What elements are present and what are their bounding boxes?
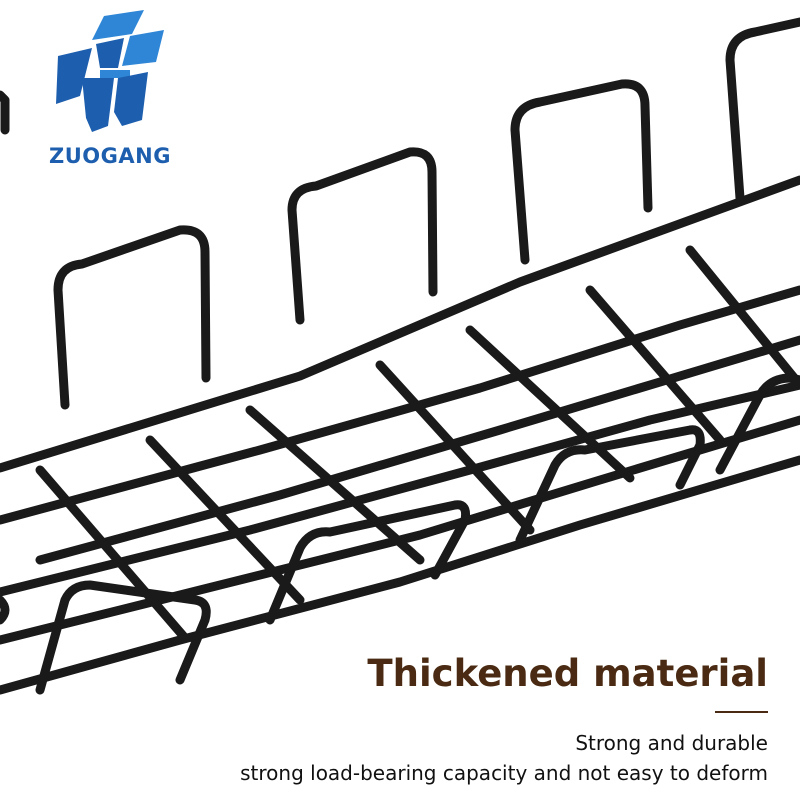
zuogang-logo-icon (56, 10, 164, 132)
feature-line-1: Strong and durable (575, 731, 768, 755)
brand-name: ZUOGANG (49, 144, 171, 168)
brand-logo: ZUOGANG (30, 8, 190, 168)
feature-description: Strong and durable strong load-bearing c… (240, 728, 768, 788)
headline-underline (715, 711, 768, 713)
feature-line-2: strong load-bearing capacity and not eas… (240, 761, 768, 785)
feature-headline: Thickened material (367, 652, 768, 695)
